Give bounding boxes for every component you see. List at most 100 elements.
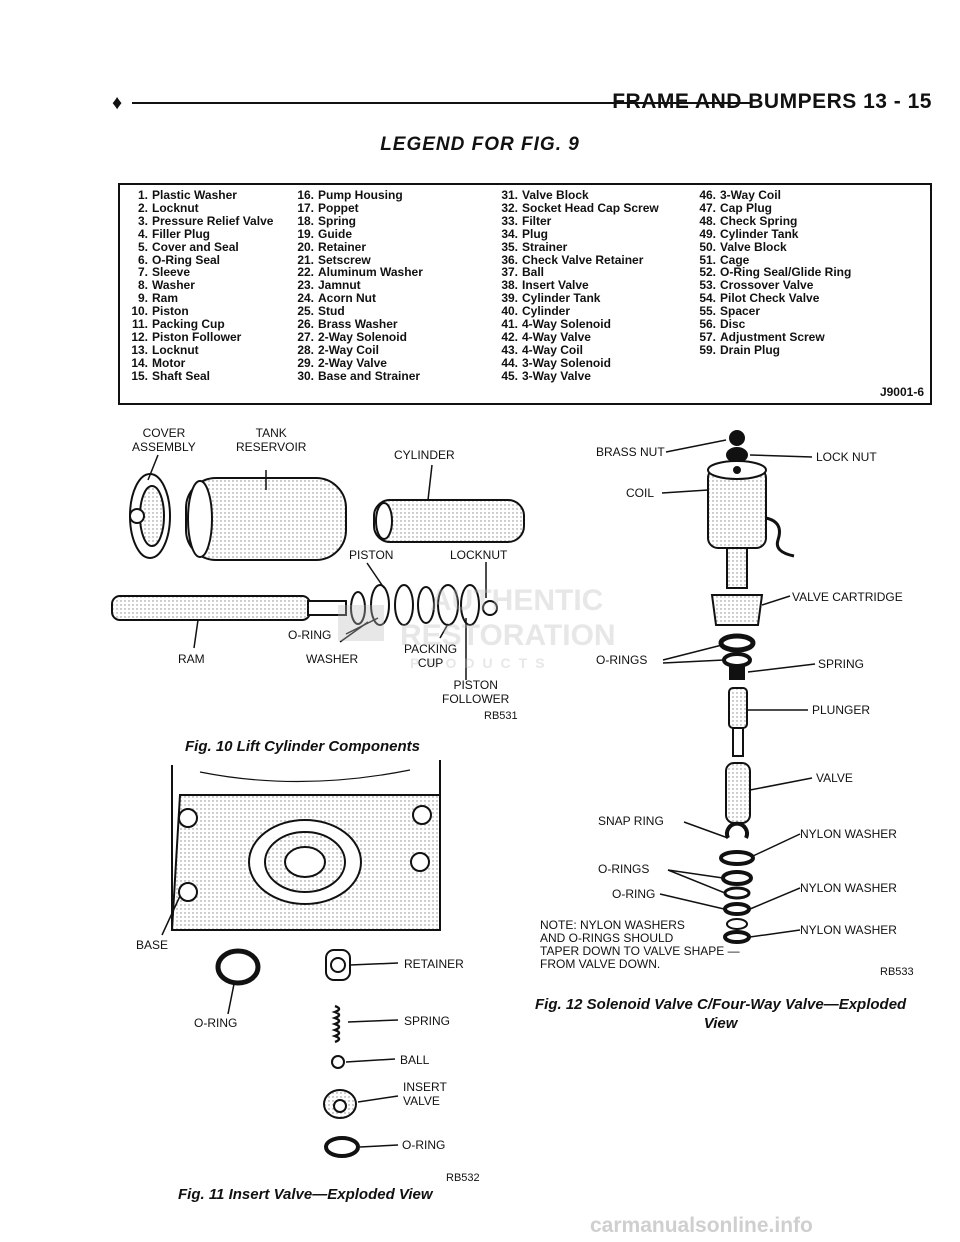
- svg-text:AUTHENTIC: AUTHENTIC: [430, 584, 603, 617]
- legend-item-label: Poppet: [318, 200, 359, 215]
- label-tank-reservoir: TANK RESERVOIR: [236, 426, 307, 454]
- legend-item: 10.Piston: [126, 305, 273, 318]
- legend-item-number: 57.: [699, 329, 716, 344]
- legend-item: 26.Brass Washer: [292, 318, 423, 331]
- legend-item-label: Setscrew: [318, 252, 371, 267]
- legend-item: 39.Cylinder Tank: [496, 292, 659, 305]
- legend-item-label: Cylinder: [522, 304, 571, 319]
- label-valve-cartridge: VALVE CARTRIDGE: [792, 590, 903, 604]
- legend-item: 49. Cylinder Tank: [694, 226, 851, 241]
- legend-item: 8.Washer: [126, 279, 273, 292]
- legend-item-number: 1.: [137, 188, 148, 202]
- legend-item: 43.4-Way Coil: [496, 343, 659, 357]
- label-insert-valve: INSERT VALVE: [403, 1080, 447, 1108]
- legend-item-label: 3-Way Coil: [720, 188, 781, 202]
- legend-item-label: Locknut: [152, 200, 199, 215]
- legend-item-number: 49.: [699, 226, 716, 241]
- legend-item: 24.Acorn Nut: [292, 292, 423, 305]
- legend-item-number: 56.: [699, 317, 716, 332]
- legend-item: 48. Check Spring: [694, 213, 851, 228]
- legend-item-number: 6.: [137, 252, 148, 267]
- legend-item-number: 42.: [501, 329, 518, 344]
- legend-item-number: 17.: [297, 200, 314, 215]
- legend-item-label: Filler Plug: [152, 226, 211, 241]
- label-lock-nut: LOCK NUT: [816, 450, 877, 464]
- legend-item-number: 55.: [699, 304, 716, 319]
- legend-item: 44.3-Way Solenoid: [496, 355, 659, 370]
- legend-item: 6. O-Ring Seal: [126, 252, 273, 267]
- legend-item-number: 3.: [137, 213, 148, 228]
- legend-item: 54. Pilot Check Valve: [694, 292, 851, 305]
- legend-item-number: 35.: [501, 239, 518, 254]
- legend-item: 33.Filter: [496, 214, 659, 228]
- legend-item-label: Pump Housing: [318, 188, 403, 202]
- legend-item-number: 34.: [501, 226, 518, 241]
- legend-item: 5. Cover and Seal: [126, 239, 273, 254]
- label-nylon-washer-3: NYLON WASHER: [800, 923, 897, 937]
- legend-item-label: Ram: [152, 291, 179, 306]
- svg-text:RESTORATION: RESTORATION: [400, 619, 616, 652]
- legend-item-number: 15.: [131, 368, 148, 383]
- label-piston: PISTON: [349, 548, 394, 562]
- legend-item: 40.Cylinder: [496, 305, 659, 318]
- label-base: BASE: [136, 938, 169, 952]
- label-o-ring-2: O-RING: [402, 1138, 446, 1152]
- fig12-leaders: [659, 439, 816, 938]
- legend-item-number: 53.: [699, 278, 716, 293]
- legend-item: 56. Disc: [694, 318, 851, 331]
- legend-item: 1.Plastic Washer: [126, 189, 273, 202]
- legend-item-number: 22.: [297, 265, 314, 280]
- legend-item: 11.Packing Cup: [126, 318, 273, 331]
- legend-item: 57.Adjustment Screw: [694, 331, 851, 344]
- legend-item: 45.3-Way Valve: [496, 369, 659, 383]
- legend-item-label: Base and Strainer: [318, 368, 421, 383]
- label-piston-follower: PISTON FOLLOWER: [442, 678, 510, 706]
- legend-item-number: 21.: [297, 252, 314, 267]
- label-coil: COIL: [626, 486, 655, 500]
- legend-item-label: Check Valve Retainer: [522, 252, 644, 267]
- label-o-ring: O-RING: [612, 887, 656, 901]
- legend-item: 34. Plug: [496, 226, 659, 241]
- legend-item-label: Drain Plug: [720, 342, 781, 357]
- legend-item-number: 29.: [297, 355, 314, 370]
- legend-item-label: Check Spring: [720, 213, 798, 228]
- o-ring-part: [215, 948, 261, 986]
- legend-item: 59.Drain Plug: [694, 342, 851, 357]
- legend-item-label: Brass Washer: [318, 317, 398, 332]
- legend-item: 18.Spring: [292, 214, 423, 228]
- legend-item-number: 54.: [699, 291, 716, 306]
- legend-item-label: Spacer: [720, 304, 761, 319]
- legend-code: J9001-6: [879, 385, 924, 399]
- legend-item-label: Cover and Seal: [152, 239, 239, 254]
- legend-item-label: Plug: [522, 226, 548, 241]
- legend-item-number: 5.: [137, 239, 148, 254]
- legend-item-label: Disc: [720, 317, 746, 332]
- label-plunger: PLUNGER: [812, 703, 871, 717]
- legend-item-number: 19.: [297, 226, 314, 241]
- legend-item-label: 4-Way Valve: [522, 329, 591, 344]
- fig11-code: RB532: [446, 1172, 480, 1184]
- legend-item: 19.Guide: [292, 226, 423, 241]
- legend-item: 50.Valve Block: [694, 240, 851, 254]
- legend-item-label: Retainer: [318, 239, 367, 254]
- legend-item-label: Acorn Nut: [318, 291, 376, 306]
- label-nylon-washer-1: NYLON WASHER: [800, 827, 897, 841]
- legend-item: 29.2-Way Valve: [292, 355, 423, 370]
- page-header: ♦ FRAME AND BUMPERS 13 - 15: [112, 88, 932, 118]
- legend-item-label: O-Ring Seal/Glide Ring: [720, 265, 852, 280]
- legend-item-label: Pilot Check Valve: [720, 291, 820, 306]
- site-footer[interactable]: carmanualsonline.info: [590, 1214, 813, 1237]
- legend-item-label: Cylinder Tank: [720, 226, 799, 241]
- legend-item-label: 3-Way Solenoid: [522, 355, 611, 370]
- legend-item-label: Locknut: [152, 342, 199, 357]
- cover-assembly-part: [129, 473, 171, 559]
- legend-item-label: Motor: [152, 355, 186, 370]
- legend-item-label: Sleeve: [152, 265, 191, 280]
- legend-title: LEGEND FOR FIG. 9: [380, 134, 580, 155]
- legend-item-label: O-Ring Seal: [152, 252, 221, 267]
- legend-item-number: 48.: [699, 213, 716, 228]
- legend-item: 15.Shaft Seal: [126, 368, 273, 383]
